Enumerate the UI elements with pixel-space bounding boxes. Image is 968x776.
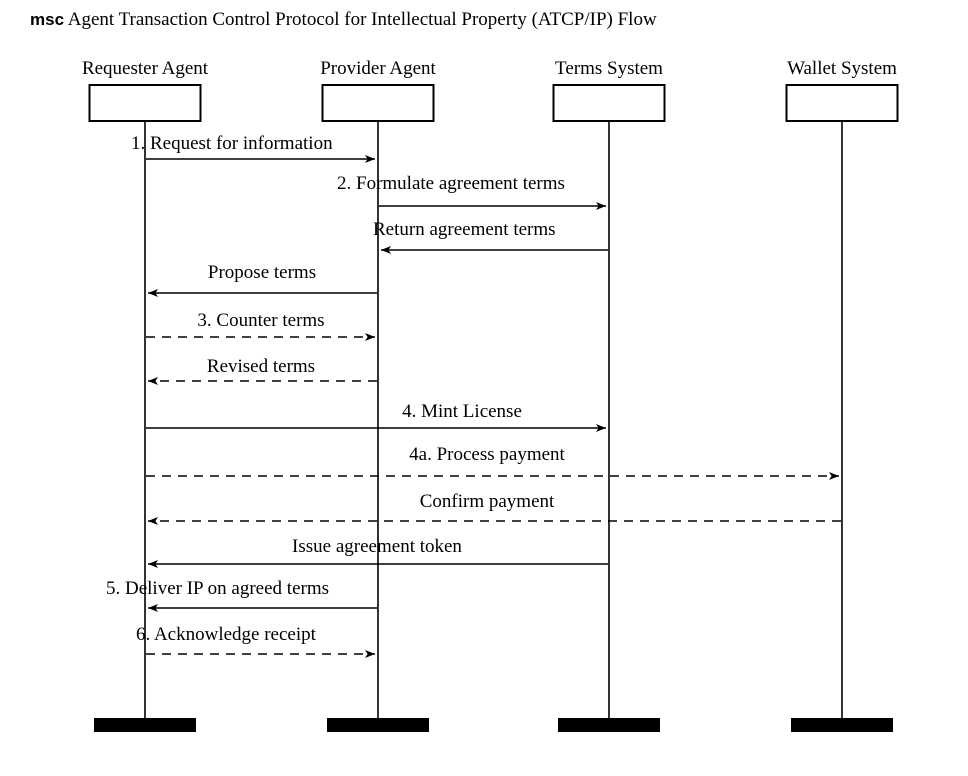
actor-label-provider: Provider Agent	[320, 58, 436, 79]
message-label-11: 5. Deliver IP on agreed terms	[106, 578, 329, 599]
message-label-12: 6. Acknowledge receipt	[136, 624, 316, 645]
msc-keyword: msc	[30, 10, 65, 29]
message-label-8: 4a. Process payment	[409, 444, 565, 465]
message-label-5: 3. Counter terms	[197, 310, 325, 331]
actor-head-requester[interactable]	[88, 84, 202, 122]
lifelines-layer	[144, 121, 843, 721]
actor-label-requester: Requester Agent	[81, 58, 209, 79]
message-label-9: Confirm payment	[419, 491, 555, 512]
message-label-4: Propose terms	[207, 262, 317, 283]
actor-label-terms: Terms System	[555, 58, 663, 79]
actor-foot-terms	[558, 718, 660, 732]
message-label-10: Issue agreement token	[292, 536, 462, 557]
actor-foot-requester	[94, 718, 196, 732]
message-label-3: Return agreement terms	[373, 219, 556, 240]
message-label-2: 2. Formulate agreement terms	[337, 173, 565, 194]
actor-feet-layer	[94, 718, 893, 732]
diagram-title-text: Agent Transaction Control Protocol for I…	[67, 9, 657, 30]
actor-foot-wallet	[791, 718, 893, 732]
actor-label-wallet: Wallet System	[787, 58, 897, 79]
diagram-title: msc Agent Transaction Control Protocol f…	[30, 8, 657, 32]
message-label-7: 4. Mint License	[402, 401, 522, 422]
actor-head-wallet[interactable]	[785, 84, 899, 122]
message-label-6: Revised terms	[206, 356, 316, 377]
actor-foot-provider	[327, 718, 429, 732]
messages-layer	[146, 155, 841, 658]
actor-head-terms[interactable]	[552, 84, 666, 122]
message-label-1: 1. Request for information	[131, 133, 333, 154]
actor-head-provider[interactable]	[321, 84, 435, 122]
actor-heads-layer	[88, 84, 899, 122]
